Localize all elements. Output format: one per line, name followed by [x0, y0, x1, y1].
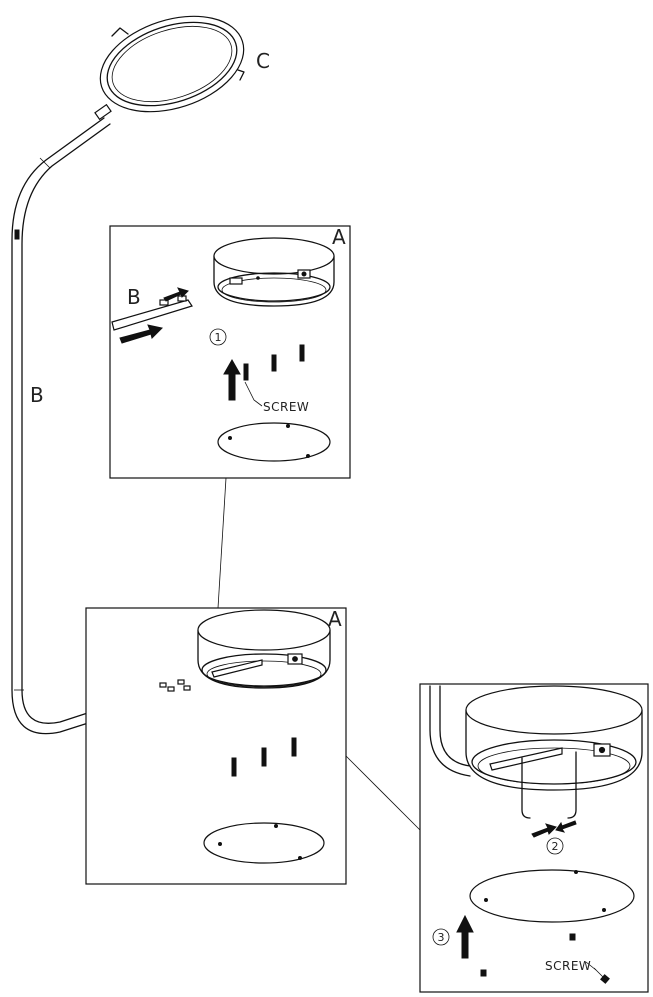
screws-detail2 — [231, 737, 297, 777]
screws-detail1 — [243, 344, 305, 381]
wire-connectors — [159, 679, 191, 692]
housing-a-detail3 — [465, 685, 643, 819]
step3-number: 3 — [438, 931, 445, 944]
step1-number: 1 — [215, 331, 222, 344]
detail-panel-step2 — [85, 607, 347, 885]
step2-number: 2 — [552, 840, 559, 853]
screw-callout-detail1: SCREW — [263, 400, 309, 414]
step2-circle — [546, 837, 564, 855]
detail-panel-step3 — [419, 683, 649, 993]
step3-circle — [432, 928, 450, 946]
lamp-head — [94, 15, 245, 121]
screw-callout-detail3: SCREW — [545, 959, 591, 973]
leader-line-2 — [345, 755, 421, 831]
label-lamp-head-c: C — [256, 49, 270, 73]
cover-plate-detail1 — [217, 422, 331, 462]
label-detail1-a: A — [332, 225, 346, 249]
cover-plate-detail3 — [469, 869, 635, 923]
detail-panel-step1 — [109, 225, 351, 479]
housing-a-detail2 — [197, 609, 331, 689]
label-detail2-a: A — [328, 607, 342, 631]
lamp-arm — [11, 117, 149, 735]
housing-a — [213, 237, 335, 307]
leader-line-1 — [217, 477, 227, 609]
cover-plate-detail2 — [203, 822, 325, 864]
push-up-arrow — [223, 358, 241, 401]
label-detail1-b: B — [127, 285, 141, 309]
push-up-arrow-3 — [456, 914, 474, 959]
arm-end-b — [111, 287, 193, 344]
step1-circle — [209, 328, 227, 346]
label-arm-b: B — [30, 383, 44, 407]
